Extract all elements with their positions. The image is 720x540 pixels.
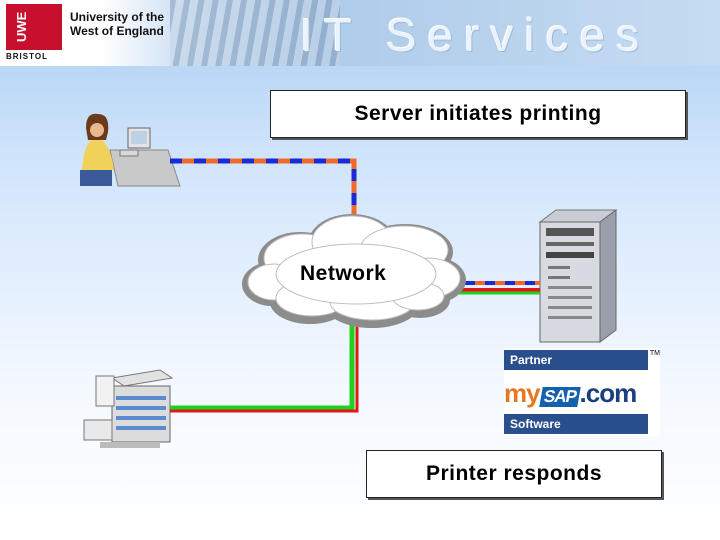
printer-icon — [83, 369, 174, 448]
logo-city: BRISTOL — [6, 52, 48, 61]
server-icon — [538, 209, 618, 343]
sap-software-band: Software — [504, 414, 648, 434]
sap-partner-band: Partner — [504, 350, 648, 370]
user-workstation-icon — [80, 113, 181, 187]
university-name-line2: West of England — [70, 24, 164, 38]
university-name-line1: University of the — [70, 10, 165, 24]
sap-trademark: TM — [649, 350, 660, 357]
header-banner: UWE BRISTOL University of the West of En… — [0, 0, 720, 66]
page-title: IT Services — [300, 9, 651, 61]
uwe-logo: UWE BRISTOL University of the West of En… — [0, 0, 170, 66]
network-cloud-icon — [242, 214, 466, 328]
university-name: University of the West of England — [70, 10, 164, 38]
printer-responds-label: Printer responds — [366, 450, 662, 498]
sap-mark: SAP — [538, 387, 581, 407]
mysap-com: .com — [579, 378, 638, 408]
uwe-logo-mark: UWE — [6, 4, 62, 50]
network-printer-link — [170, 318, 359, 413]
workstation-network-link — [170, 158, 357, 222]
server-initiates-label: Server initiates printing — [270, 90, 686, 138]
mysap-my: my — [504, 378, 541, 408]
keyboard-image — [170, 0, 340, 66]
network-label: Network — [300, 262, 387, 285]
